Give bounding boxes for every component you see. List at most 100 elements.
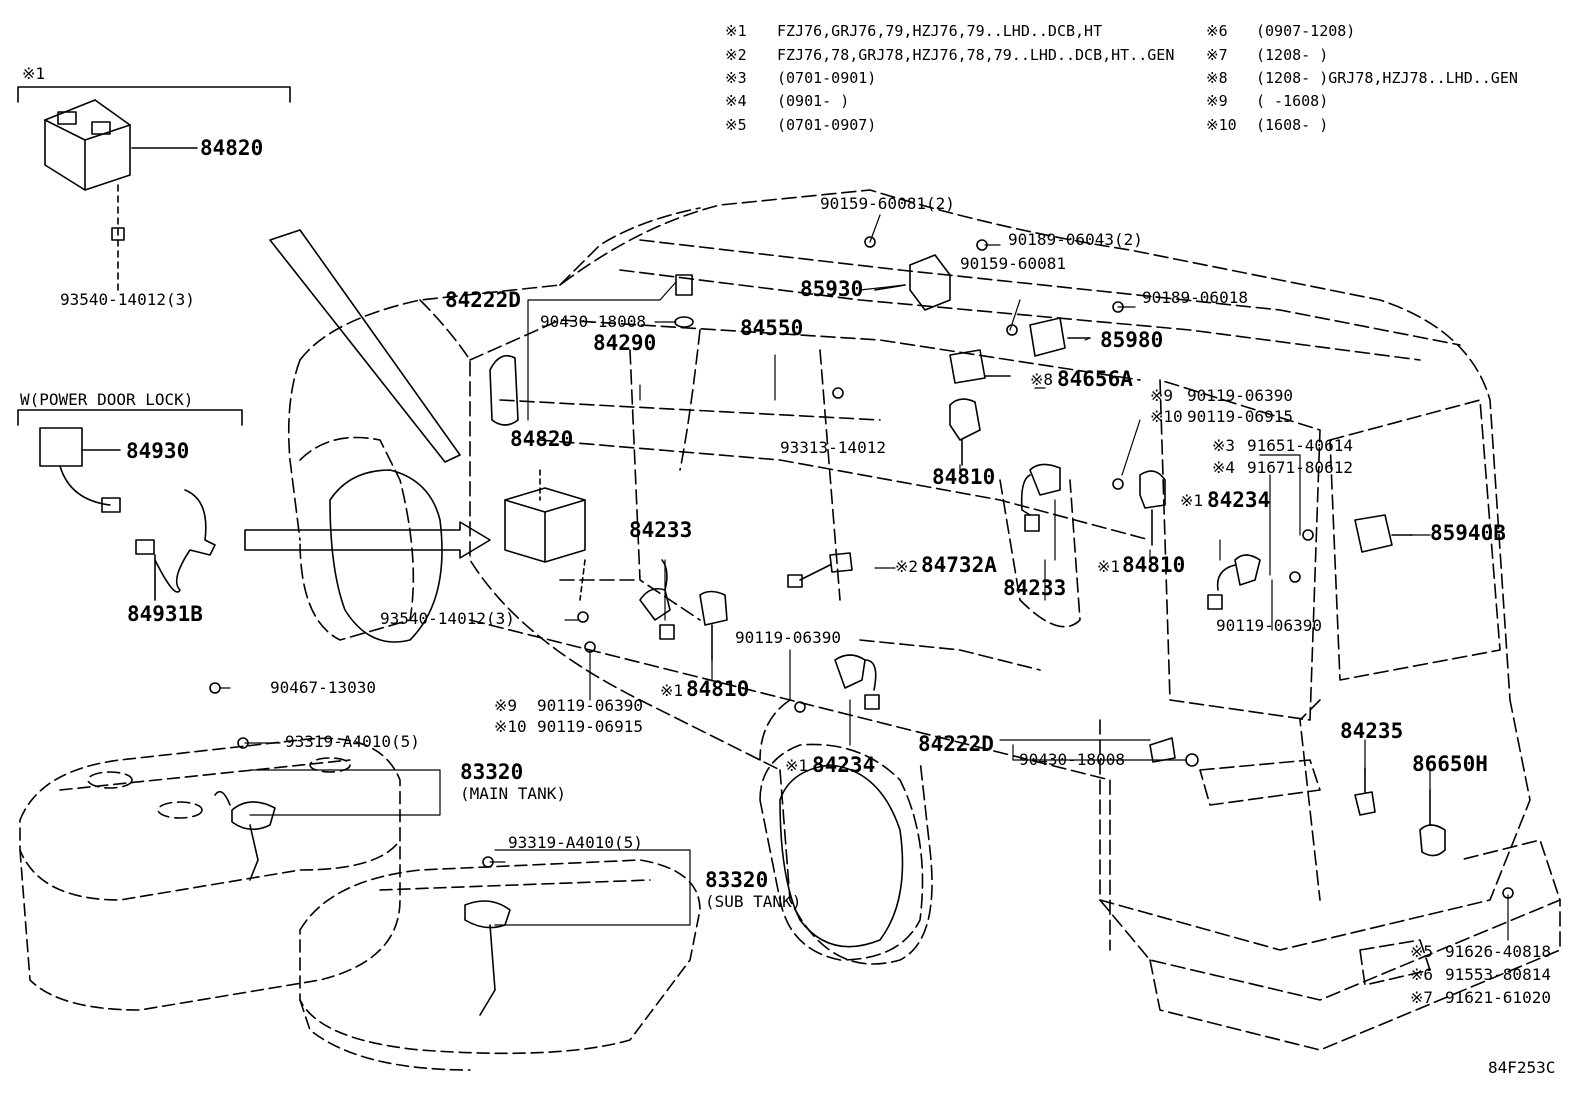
note-text: (1208- )	[1256, 46, 1329, 64]
part-mark: ※4	[1212, 458, 1236, 477]
part-label[interactable]: 84656A	[1057, 367, 1133, 391]
part-label[interactable]: 91553-80814	[1445, 965, 1551, 984]
part-label[interactable]: 93540-14012(3)	[60, 290, 195, 309]
note-mark: ※1	[725, 22, 747, 40]
part-label[interactable]: 93313-14012	[780, 438, 886, 457]
note-text: (0701-0907)	[777, 116, 877, 134]
note-text: ( -1608)	[1256, 92, 1329, 110]
part-label[interactable]: 84931B	[127, 602, 203, 626]
part-mark: ※1	[1180, 491, 1204, 510]
part-mark: ※2	[895, 557, 919, 576]
note-mark: ※3	[725, 69, 747, 87]
note-mark: ※2	[725, 46, 747, 64]
part-label[interactable]: 90119-06915	[537, 717, 643, 736]
part-label[interactable]: 84290	[593, 331, 657, 355]
part-mark: ※5	[1410, 942, 1434, 961]
part-label[interactable]: 85940B	[1430, 521, 1506, 545]
arrow-to-switch-side	[244, 521, 491, 559]
main-fuel-tank	[19, 737, 401, 1011]
part-label[interactable]: 84810	[686, 677, 750, 701]
part-caption: (MAIN TANK)	[460, 784, 566, 803]
group-label-power-door-lock: W(POWER DOOR LOCK)	[20, 390, 194, 409]
part-label[interactable]: 84235	[1340, 719, 1404, 743]
part-label[interactable]: 84234	[812, 753, 876, 777]
note-text: (1608- )	[1256, 116, 1329, 134]
part-label[interactable]: 84222D	[918, 732, 994, 756]
part-label[interactable]: 84820	[510, 427, 574, 451]
part-label[interactable]: 85930	[800, 277, 864, 301]
part-label[interactable]: 84222D	[445, 288, 521, 312]
part-label[interactable]: 84234	[1207, 488, 1271, 512]
part-label[interactable]: 91671-80612	[1247, 458, 1353, 477]
part-label[interactable]: 83320	[705, 868, 769, 892]
note-mark: ※7	[1206, 46, 1228, 64]
arrow-to-switch-top	[269, 229, 461, 463]
note-mark: ※8	[1206, 69, 1228, 87]
part-label[interactable]: 91651-40614	[1247, 436, 1353, 455]
part-label[interactable]: 93319-A4010(5)	[285, 732, 420, 751]
part-label[interactable]: 86650H	[1412, 752, 1488, 776]
switch-assy-84820-top	[44, 99, 131, 191]
part-mark: ※1	[785, 756, 809, 775]
part-label[interactable]: 84732A	[921, 553, 997, 577]
part-label[interactable]: 90189-06018	[1142, 288, 1248, 307]
screw-icon	[111, 227, 125, 241]
part-label[interactable]: 93540-14012(3)	[380, 609, 515, 628]
part-label[interactable]: 93319-A4010(5)	[508, 833, 643, 852]
part-mark: ※7	[1410, 988, 1434, 1007]
group-label-variant: ※1	[22, 64, 46, 83]
vehicle-body-outline	[287, 189, 1561, 1051]
note-text: FZJ76,GRJ76,79,HZJ76,79..LHD..DCB,HT	[777, 22, 1103, 40]
rear-wheel	[779, 764, 904, 948]
part-label[interactable]: 84233	[629, 518, 693, 542]
part-label[interactable]: 84930	[126, 439, 190, 463]
connector-84732a	[787, 552, 853, 588]
bolt-icons	[209, 236, 1514, 899]
driver-switch-84820	[504, 469, 586, 601]
part-mark: ※10	[494, 717, 527, 736]
part-label[interactable]: 90430-18008	[1019, 750, 1125, 769]
part-label[interactable]: 84810	[1122, 553, 1186, 577]
part-label[interactable]: 84810	[932, 465, 996, 489]
note-mark: ※5	[725, 116, 747, 134]
part-label[interactable]: 90119-06390	[1216, 616, 1322, 635]
part-label[interactable]: 90119-06390	[735, 628, 841, 647]
part-label[interactable]: 90467-13030	[270, 678, 376, 697]
part-mark: ※1	[660, 681, 684, 700]
note-mark: ※4	[725, 92, 747, 110]
part-label[interactable]: 85980	[1100, 328, 1164, 352]
part-mark: ※1	[1097, 557, 1121, 576]
part-label[interactable]: 91626-40818	[1445, 942, 1551, 961]
note-text: FZJ76,78,GRJ78,HZJ76,78,79..LHD..DCB,HT.…	[777, 46, 1175, 64]
part-86650h	[1419, 789, 1446, 857]
part-label[interactable]: 90159-60081(2)	[820, 194, 955, 213]
note-mark: ※9	[1206, 92, 1228, 110]
power-door-lock-parts	[17, 409, 243, 601]
note-text: (0701-0901)	[777, 69, 877, 87]
part-label[interactable]: 90430-18008	[540, 312, 646, 331]
part-label[interactable]: 90119-06390	[1187, 386, 1293, 405]
part-mark: ※10	[1150, 407, 1183, 426]
part-mark: ※9	[494, 696, 518, 715]
part-label[interactable]: 90189-06043(2)	[1008, 230, 1143, 249]
sender-gauges	[214, 790, 511, 1016]
part-label[interactable]: 90119-06915	[1187, 407, 1293, 426]
part-label[interactable]: 84233	[1003, 576, 1067, 600]
door-lock-motor-84810	[699, 398, 1166, 661]
part-label[interactable]: 90159-60081	[960, 254, 1066, 273]
part-label[interactable]: 83320	[460, 760, 524, 784]
part-label[interactable]: 91621-61020	[1445, 988, 1551, 1007]
diagram-id: 84F253C	[1488, 1058, 1556, 1077]
front-wheel	[329, 469, 443, 643]
part-label[interactable]: 84550	[740, 316, 804, 340]
part-label[interactable]: 84820	[200, 136, 264, 160]
side-mirror	[489, 354, 519, 426]
lock-actuators-84233	[639, 463, 1261, 710]
switch-84656a	[949, 349, 1011, 384]
sub-fuel-tank	[299, 859, 701, 1071]
part-label[interactable]: 90119-06390	[537, 696, 643, 715]
leader-lines	[219, 214, 1509, 941]
relay-85980	[1029, 317, 1091, 357]
